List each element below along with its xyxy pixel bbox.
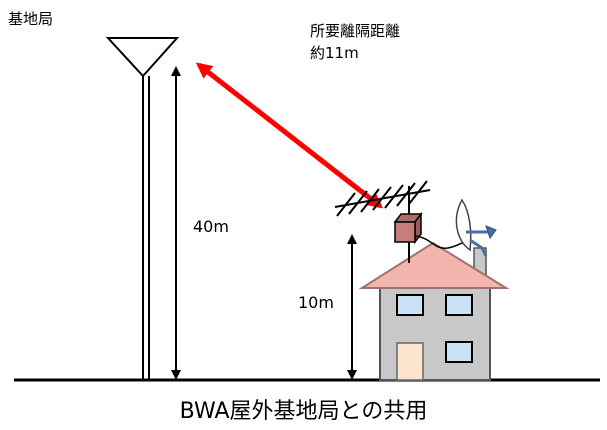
booster-box-front bbox=[394, 221, 416, 243]
base-station-antenna-icon bbox=[105, 37, 180, 78]
separation-distance-title: 所要離隔距離 bbox=[310, 22, 401, 40]
house-window-lower-right bbox=[445, 341, 473, 363]
tv-antenna-element bbox=[360, 188, 380, 213]
house-roof bbox=[358, 241, 510, 289]
house bbox=[358, 241, 510, 381]
tv-antenna-element bbox=[336, 192, 356, 217]
tv-antenna-element bbox=[396, 182, 416, 207]
tv-antenna-element bbox=[384, 184, 404, 209]
diagram-caption: BWA屋外基地局との共用 bbox=[179, 399, 428, 424]
tv-antenna bbox=[334, 180, 471, 263]
satellite-dish bbox=[455, 198, 497, 257]
house-window-upper-right bbox=[445, 294, 473, 316]
tv-antenna-element bbox=[372, 186, 392, 211]
satellite-dish-mount bbox=[469, 238, 488, 257]
base-station-label: 基地局 bbox=[8, 10, 54, 28]
house-door bbox=[396, 342, 424, 381]
tv-antenna-element bbox=[408, 180, 428, 205]
tv-antenna-element bbox=[348, 190, 368, 215]
tower-height-label: 40m bbox=[193, 217, 229, 236]
base-station-tower bbox=[105, 37, 180, 380]
house-height-label: 10m bbox=[298, 293, 334, 312]
separation-distance-value: 約11m bbox=[310, 44, 359, 62]
separation-distance-arrow bbox=[195, 62, 384, 209]
satellite-dish-lnb bbox=[485, 225, 497, 240]
satellite-dish-icon bbox=[455, 198, 472, 252]
house-window-upper-left bbox=[396, 294, 424, 316]
